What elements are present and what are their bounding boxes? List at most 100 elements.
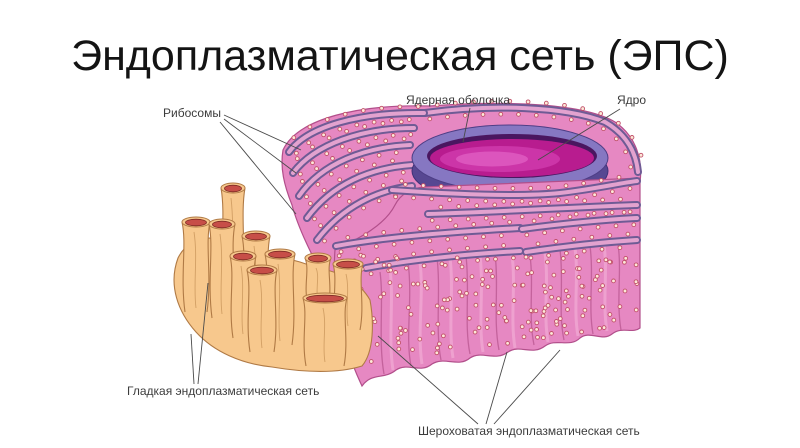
ribosome xyxy=(454,255,460,261)
fold-line xyxy=(589,245,594,335)
fold-line xyxy=(617,243,622,331)
ribosome xyxy=(555,212,561,218)
ribosome xyxy=(600,197,605,203)
ribosome xyxy=(400,170,406,175)
cisterna-lumen xyxy=(423,105,640,174)
ribosome xyxy=(484,325,490,330)
ribosome xyxy=(387,280,393,285)
ribosome xyxy=(525,319,531,325)
ribosome xyxy=(483,198,489,204)
tube-edge xyxy=(206,221,211,313)
ribosome xyxy=(462,113,468,118)
ribosome xyxy=(535,241,541,247)
fold-line xyxy=(559,249,565,341)
smooth-er xyxy=(173,182,373,372)
cisterna-lumen xyxy=(297,143,412,198)
ribosome xyxy=(435,321,441,327)
ribosome xyxy=(574,254,580,259)
ribosome xyxy=(437,341,442,347)
ribosome xyxy=(337,177,343,183)
ribosome xyxy=(326,135,332,141)
ribosome xyxy=(383,172,389,178)
ribosome xyxy=(627,209,633,215)
ribosome xyxy=(580,106,586,111)
ribosome xyxy=(434,102,440,108)
ribosome xyxy=(420,183,426,188)
ribosome xyxy=(603,211,609,216)
ribosome xyxy=(308,201,313,206)
ribosome xyxy=(568,117,574,122)
ribosome xyxy=(336,253,342,259)
ribosome xyxy=(360,108,366,113)
cisterna-lumen xyxy=(524,238,639,254)
ribosome xyxy=(315,182,321,187)
ribosome xyxy=(427,238,433,244)
cisterna-lumen xyxy=(520,216,639,231)
ribosome xyxy=(546,185,551,190)
ribosome xyxy=(579,329,584,335)
ribosome xyxy=(531,218,537,224)
ribosome xyxy=(368,271,374,277)
ribosome xyxy=(534,320,540,326)
ribosome xyxy=(368,359,374,364)
ribosome xyxy=(540,313,546,319)
tube-opening xyxy=(308,254,328,263)
ribosome xyxy=(410,281,416,287)
ribosome xyxy=(525,99,531,105)
ribosome xyxy=(623,255,629,261)
cisterna xyxy=(518,214,641,233)
ribosome xyxy=(560,228,565,234)
tube-wall xyxy=(247,270,277,352)
ribosome xyxy=(421,263,427,269)
ribosome xyxy=(322,238,327,244)
ribosome xyxy=(379,105,384,111)
ribosome xyxy=(459,293,465,299)
ribosome xyxy=(528,308,534,313)
tube-wall xyxy=(303,298,347,366)
ribosome xyxy=(571,236,577,242)
ribosome xyxy=(471,222,477,227)
ribosome xyxy=(524,232,530,238)
ribosome xyxy=(633,279,639,285)
ribosome xyxy=(453,223,459,229)
ribosome xyxy=(427,116,433,122)
ribosome xyxy=(597,325,602,331)
ribosome xyxy=(499,302,504,308)
ribosome xyxy=(306,140,312,146)
tube-fold xyxy=(277,263,281,342)
tube-opening xyxy=(233,252,253,261)
cisterna-lumen xyxy=(305,163,414,220)
ribosome xyxy=(340,144,345,149)
ribosome xyxy=(380,121,386,126)
ribosome xyxy=(507,98,513,104)
ribosome xyxy=(533,308,539,314)
cisterna-lumen xyxy=(287,110,426,154)
ribosome xyxy=(310,144,315,150)
tube-fold xyxy=(322,307,326,363)
ribosome xyxy=(591,210,597,216)
ribosome xyxy=(549,294,554,300)
ribosome xyxy=(579,293,585,299)
ribosome xyxy=(397,104,403,110)
ribosome xyxy=(465,216,471,222)
ribosome xyxy=(361,253,366,259)
ribosome xyxy=(528,200,533,206)
ribosome xyxy=(354,168,359,174)
ribosome xyxy=(344,128,349,134)
ribosome xyxy=(488,268,493,274)
smooth-er-label: Гладкая эндоплазматическая сеть xyxy=(127,384,319,398)
ribosome xyxy=(556,197,561,203)
ribosome xyxy=(440,305,445,311)
tube-fold xyxy=(259,279,263,349)
ribosome xyxy=(354,122,360,128)
ribosome xyxy=(373,135,379,140)
ribosome xyxy=(599,246,605,252)
ribosome xyxy=(347,148,352,153)
ribosome xyxy=(371,119,377,125)
ribosome xyxy=(551,272,557,278)
ribosome xyxy=(442,262,448,268)
ribosome xyxy=(551,114,557,120)
smooth-er-tube xyxy=(208,218,236,319)
ribosome xyxy=(485,256,490,262)
ribosome xyxy=(397,283,403,289)
